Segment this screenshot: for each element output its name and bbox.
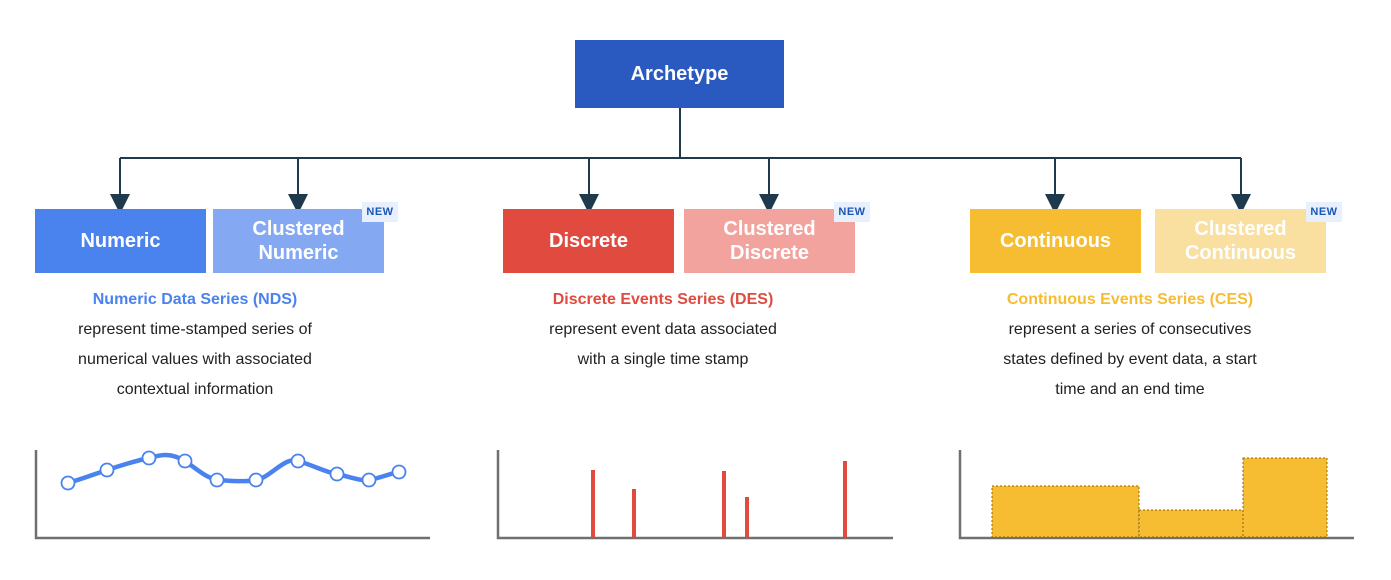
continuous-description: Continuous Events Series (CES) represent… [955,285,1305,405]
continuous-description-title: Continuous Events Series (CES) [1006,291,1254,308]
continuous-description-line-3: time and an end time [1055,381,1205,398]
continuous-description-line-1: represent a series of consecutives [1008,321,1252,338]
numeric-description: Numeric Data Series (NDS) represent time… [20,285,370,405]
archetype-label: Archetype [630,63,729,85]
numeric-label: Numeric [80,230,161,252]
discrete-description-line-2: with a single time stamp [577,351,749,368]
new-badge-numeric: NEW [362,202,398,222]
discrete-description: Discrete Events Series (DES) represent e… [488,285,838,375]
continuous-label: Continuous [999,230,1112,252]
continuous-description-line-2: states defined by event data, a start [1003,351,1257,368]
discrete-description-line-1: represent event data associated [549,321,777,338]
clustered-discrete-box: Clustered Discrete [684,209,855,273]
numeric-description-line-1: represent time-stamped series of [78,321,312,338]
numeric-description-title: Numeric Data Series (NDS) [92,291,298,308]
new-badge-continuous: NEW [1306,202,1342,222]
new-badge-discrete: NEW [834,202,870,222]
clustered-continuous-box: Clustered Continuous [1155,209,1326,273]
clustered-numeric-box: Clustered Numeric [213,209,384,273]
clustered-numeric-label: Clustered Numeric [252,218,345,264]
discrete-description-title: Discrete Events Series (DES) [552,291,774,308]
numeric-box: Numeric [35,209,206,273]
clustered-discrete-label: Clustered Discrete [723,218,816,264]
numeric-description-line-2: numerical values with associated [78,351,312,368]
numeric-description-line-3: contextual information [116,381,274,398]
continuous-box: Continuous [970,209,1141,273]
discrete-box: Discrete [503,209,674,273]
discrete-label: Discrete [549,230,628,252]
archetype-box: Archetype [575,40,784,108]
clustered-continuous-label: Clustered Continuous [1184,218,1297,264]
